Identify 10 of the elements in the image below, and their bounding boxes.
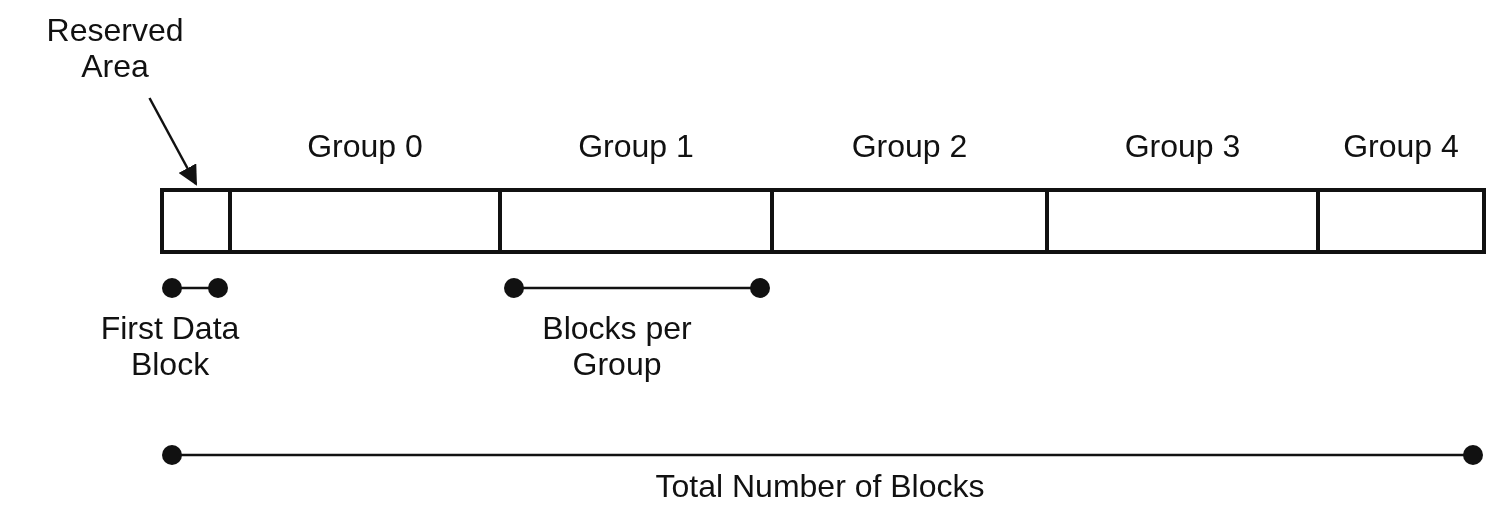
dimension-label: Blocks per Group: [541, 310, 693, 382]
dimension-label: Total Number of Blocks: [654, 468, 986, 504]
group-heading: Group 0: [306, 128, 424, 164]
callout-text: Reserved Area: [40, 12, 190, 84]
dimension-label: First Data Block: [99, 310, 241, 382]
group-heading: Group 1: [577, 128, 695, 164]
leader-arrow: [148, 97, 198, 186]
group-heading: Group 4: [1342, 128, 1460, 164]
group-heading: Group 2: [850, 128, 969, 164]
group-heading: Group 3: [1123, 128, 1242, 164]
